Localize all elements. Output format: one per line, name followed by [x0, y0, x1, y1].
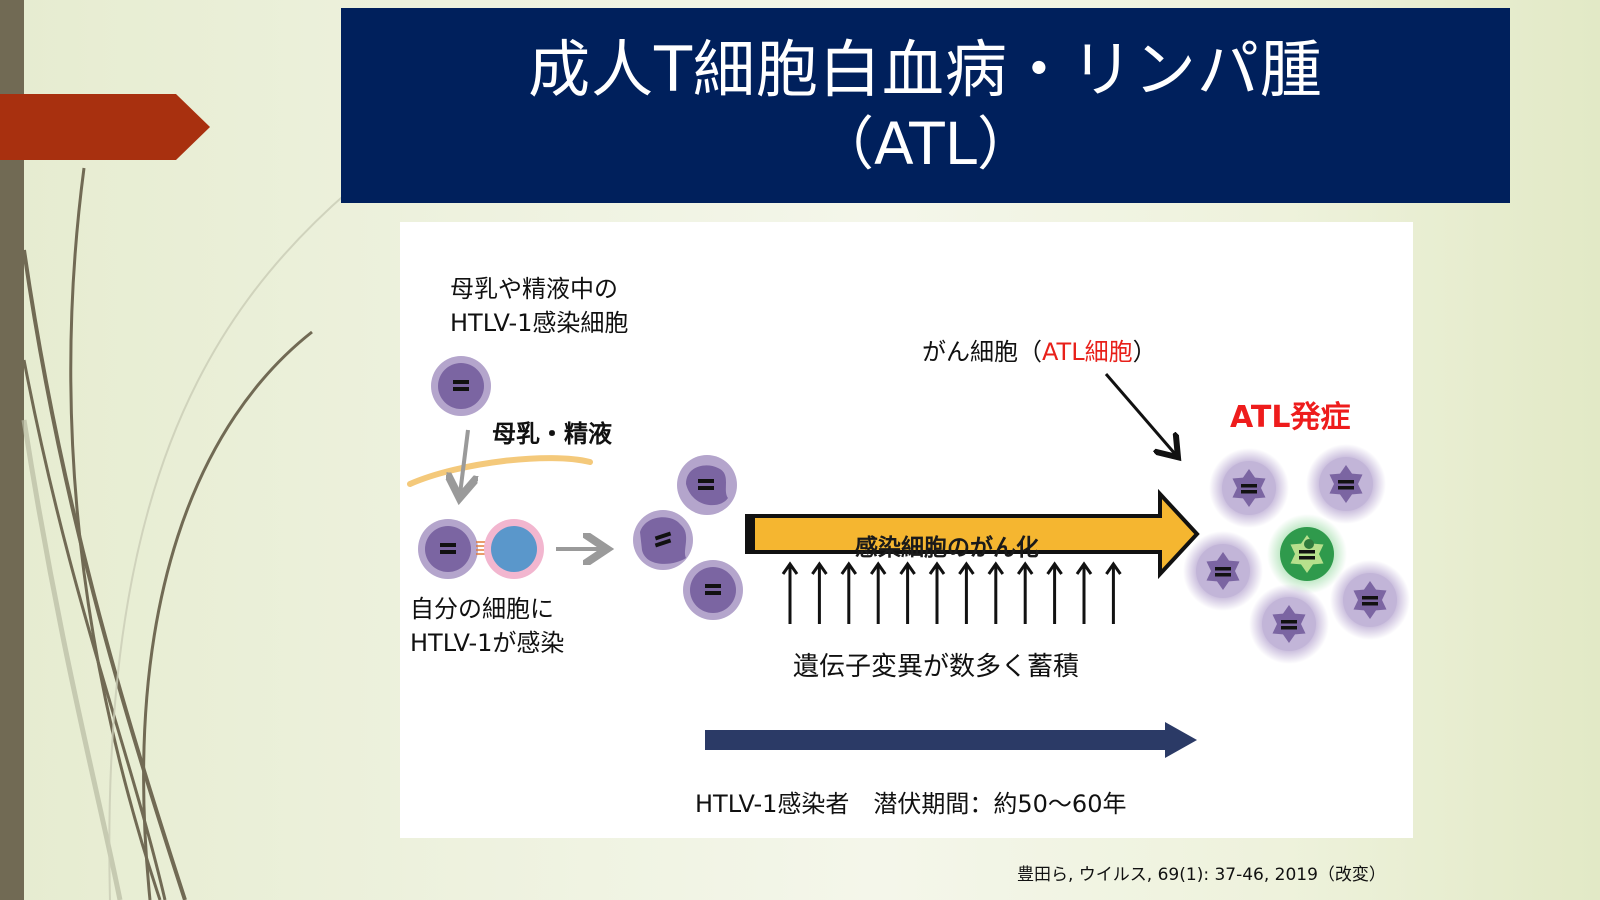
mutation-arrow [987, 561, 1005, 624]
cancer-cell-label-suffix: ） [1132, 338, 1157, 366]
slide-title-box: 成人T細胞白血病・リンパ腫 （ATL） [341, 8, 1510, 203]
mutation-arrow [1075, 561, 1093, 624]
atl-leukemic-cell [1249, 584, 1329, 664]
cancer-cell-label-highlight: ATL細胞 [1042, 338, 1133, 366]
atl-leukemic-cell-highlighted [1267, 514, 1347, 594]
mutation-arrow [1016, 561, 1034, 624]
self-infection-label: 自分の細胞に HTLV-1が感染 [410, 592, 564, 660]
mutation-arrow [1105, 561, 1122, 624]
citation: 豊田ら, ウイルス, 69(1): 37-46, 2019（改変） [1017, 865, 1386, 885]
atl-leukemic-cell [1330, 560, 1410, 640]
mutation-arrow [899, 561, 916, 624]
cancer-cell-label: がん細胞（ATL細胞） [922, 332, 1157, 367]
source-infected-cell [431, 356, 491, 416]
target-t-cell [484, 519, 544, 579]
mutation-arrow [958, 561, 975, 624]
latency-period-label: HTLV-1感染者 潜伏期間：約50〜60年 [695, 790, 1127, 818]
atl-leukemic-cell [1306, 444, 1386, 524]
transmission-route-label: 母乳・精液 [492, 420, 612, 448]
atl-progression-figure: 母乳や精液中の HTLV-1感染細胞 母乳・精液 自分の細胞に HTLV-1が感… [400, 222, 1413, 838]
atl-leukemic-cell [1209, 448, 1289, 528]
cancer-cell-label-prefix: がん細胞（ [922, 338, 1042, 366]
slide-subtitle: （ATL） [816, 109, 1035, 178]
mutation-arrow [1046, 561, 1063, 624]
transmission-arrow [460, 429, 468, 494]
self-infection-label-line1: 自分の細胞に [410, 595, 554, 623]
mutation-arrow [840, 561, 858, 624]
slide-title: 成人T細胞白血病・リンパ腫 [528, 32, 1323, 106]
atl-leukemic-cell [1183, 531, 1263, 611]
infected-host-cell [418, 519, 478, 579]
transformation-label: 感染細胞のがん化 [855, 535, 1039, 561]
source-cell-label-line2: HTLV-1感染細胞 [450, 309, 629, 337]
figure-graphics [407, 356, 1410, 758]
mucosa-barrier-curve [407, 455, 593, 487]
mutation-arrow [869, 561, 887, 624]
oncogenic-transformation-arrow [745, 488, 1200, 580]
atl-cell-cluster [1183, 444, 1410, 664]
atl-onset-label: ATL発症 [1230, 400, 1351, 435]
title-marker-tab [0, 94, 210, 160]
self-infection-label-line2: HTLV-1が感染 [410, 629, 565, 657]
mutation-arrow [781, 561, 799, 624]
latency-timeline-arrow [705, 722, 1197, 758]
source-cell-label: 母乳や精液中の HTLV-1感染細胞 [450, 272, 628, 340]
cancer-cell-pointer-arrow [1104, 373, 1176, 455]
mutation-arrow [811, 561, 828, 624]
source-cell-label-line1: 母乳や精液中の [450, 275, 618, 303]
infected-cell-cluster [633, 455, 743, 620]
mutation-arrows [781, 561, 1122, 624]
mutation-accumulation-label: 遺伝子変異が数多く蓄積 [793, 652, 1080, 682]
mutation-arrow [928, 561, 946, 624]
